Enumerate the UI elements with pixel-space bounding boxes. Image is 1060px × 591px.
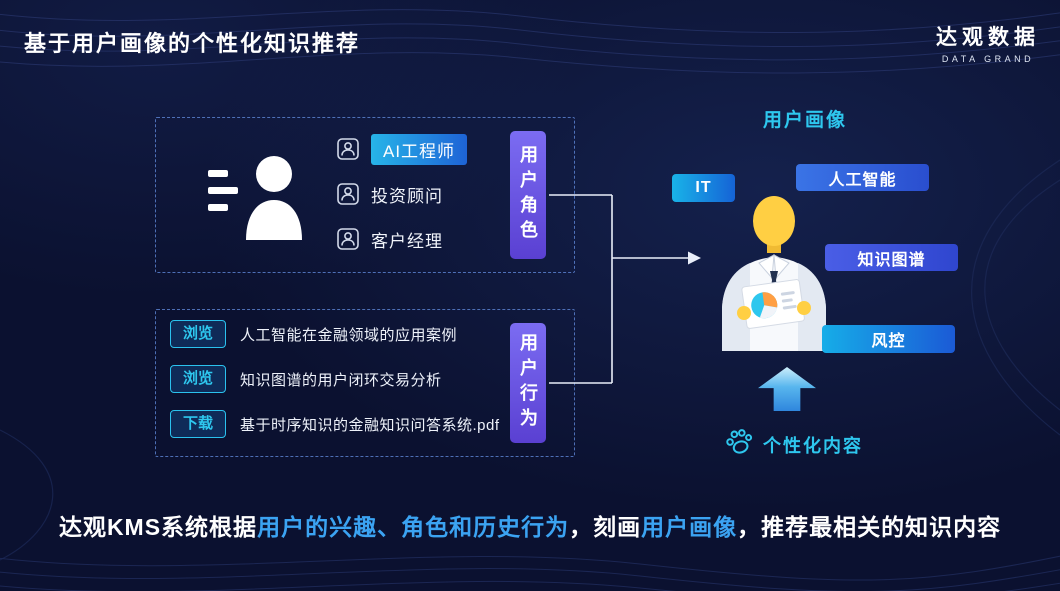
person-badge-icon <box>337 138 359 160</box>
behavior-item: 浏览 知识图谱的用户闭环交易分析 <box>170 365 500 393</box>
profile-heading: 用户画像 <box>763 110 848 131</box>
role-item: 投资顾问 <box>336 180 467 208</box>
role-item: AI工程师 <box>336 133 468 165</box>
summary-seg: 达观KMS系统根据 <box>58 514 258 540</box>
personalized-content-label: 个性化内容 <box>763 436 863 456</box>
logo-text: 达观数据 <box>936 26 1040 49</box>
tag-artificial-intelligence: 人工智能 <box>796 164 929 191</box>
behavior-text: 基于时序知识的金融知识问答系统.pdf <box>240 416 500 434</box>
behavior-text: 知识图谱的用户闭环交易分析 <box>240 371 442 389</box>
logo: 达观数据 DATA GRAND <box>936 21 1040 64</box>
summary-seg: ，刻画 <box>569 514 642 540</box>
role-item: 客户经理 <box>336 225 467 253</box>
logo-subtext: DATA GRAND <box>941 54 1035 64</box>
summary-seg-highlight: 用户画像 <box>641 514 738 540</box>
user-behavior-box: 浏览 人工智能在金融领域的应用案例 浏览 知识图谱的用户闭环交易分析 下载 基于… <box>155 309 575 457</box>
role-label: 投资顾问 <box>371 186 443 206</box>
summary-seg-highlight: 用户的兴趣、角色和历史行为 <box>257 514 570 540</box>
business-person-illustration <box>722 196 826 351</box>
paw-icon <box>720 422 759 465</box>
role-label: 客户经理 <box>371 231 443 251</box>
behavior-list: 浏览 人工智能在金融领域的应用案例 浏览 知识图谱的用户闭环交易分析 下载 基于… <box>170 320 500 455</box>
behavior-item: 浏览 人工智能在金融领域的应用案例 <box>170 320 500 348</box>
tag-knowledge-graph: 知识图谱 <box>825 244 958 271</box>
user-role-side-label: 用户角色 <box>510 131 546 259</box>
behavior-item: 下载 基于时序知识的金融知识问答系统.pdf <box>170 410 500 438</box>
page-title: 基于用户画像的个性化知识推荐 <box>24 31 361 56</box>
download-button: 下载 <box>170 410 226 438</box>
tag-risk-control: 风控 <box>822 325 955 353</box>
role-label: AI工程师 <box>371 133 468 165</box>
user-behavior-side-label: 用户行为 <box>510 323 546 443</box>
behavior-text: 人工智能在金融领域的应用案例 <box>240 326 458 344</box>
user-roles-box: AI工程师 投资顾问 客户经理 用户角色 <box>155 117 575 273</box>
tag-it: IT <box>672 174 735 202</box>
user-list-icon <box>208 156 302 240</box>
browse-button: 浏览 <box>170 320 226 348</box>
summary-seg: ，推荐最相关的知识内容 <box>737 514 1002 540</box>
summary-sentence: 达观KMS系统根据用户的兴趣、角色和历史行为，刻画用户画像，推荐最相关的知识内容 <box>0 508 1060 542</box>
person-badge-icon <box>337 228 359 250</box>
roles-list: AI工程师 投资顾问 客户经理 <box>336 133 468 270</box>
person-badge-icon <box>337 183 359 205</box>
browse-button: 浏览 <box>170 365 226 393</box>
